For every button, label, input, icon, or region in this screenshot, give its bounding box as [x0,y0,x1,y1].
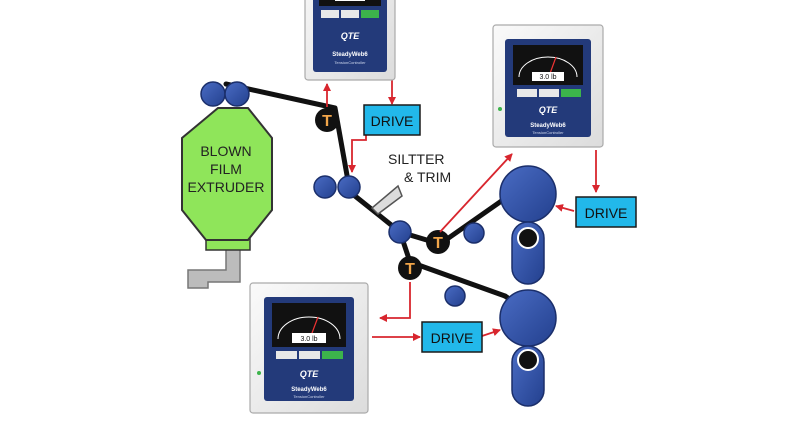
extruder-body [181,107,273,241]
roller-slitter [388,220,412,244]
controller-3: 3.0 lb QTE SteadyWeb6 TensionController [249,282,369,414]
winder-lower-drum [499,289,557,347]
slitter-label-line-2: & TRIM [404,169,451,185]
rollers [200,81,557,347]
roller-mid-left [313,175,337,199]
roller-upper-guide [463,222,485,244]
roller-lower-guide [444,285,466,307]
slitter-label-line-1: SILTTER [388,151,445,167]
svg-text:3.0 lb: 3.0 lb [300,336,317,343]
tension-sensor-3: T [398,256,422,280]
tension-sensor-1: T [315,108,339,132]
svg-text:T: T [433,235,443,252]
svg-text:DRIVE: DRIVE [585,205,628,221]
svg-text:SteadyWeb6: SteadyWeb6 [291,387,327,393]
drive-box-2: DRIVE [575,196,637,228]
extruder-label-line-1: BLOWN [200,143,251,159]
roller-top-right [224,81,250,107]
arrow-sensor2-to-controller2 [439,153,513,233]
svg-text:DRIVE: DRIVE [431,330,474,346]
drive-box-1: DRIVE [363,104,421,136]
extruder-label-line-2: FILM [210,161,242,177]
arrow-drive2-to-winder [555,204,575,212]
svg-text:3.0 lb: 3.0 lb [341,0,358,1]
arrow-sensor3-to-controller3 [379,282,411,322]
svg-text:QTE: QTE [539,105,558,115]
svg-text:3.0 lb: 3.0 lb [539,74,556,81]
drive-box-3: DRIVE [421,321,483,353]
svg-text:SteadyWeb6: SteadyWeb6 [332,52,368,58]
extruder-stand [187,239,241,289]
roller-mid-right [337,175,361,199]
slitter-knife [370,184,403,215]
blown-film-extruder: BLOWN FILM EXTRUDER [181,107,273,289]
svg-text:QTE: QTE [300,369,319,379]
winder-lower-spool [511,345,545,407]
svg-text:TensionController: TensionController [293,394,325,399]
svg-text:DRIVE: DRIVE [371,113,414,129]
controller-1: 3.0 lb QTE SteadyWeb6 TensionController [304,0,396,81]
tension-sensor-2: T [426,230,450,254]
signal-arrows [323,76,600,341]
svg-text:T: T [322,113,332,130]
extruder-label-line-3: EXTRUDER [187,179,264,195]
svg-text:QTE: QTE [341,31,360,41]
winder-upper-spool [511,221,545,285]
svg-text:T: T [405,261,415,278]
svg-text:TensionController: TensionController [532,130,564,135]
svg-text:SteadyWeb6: SteadyWeb6 [530,123,566,129]
arrow-drive3-to-winder [481,328,501,337]
winder-upper-drum [499,165,557,223]
controller-2: 3.0 lb QTE SteadyWeb6 TensionController [492,24,604,148]
svg-text:TensionController: TensionController [334,60,366,65]
roller-top-left [200,81,226,107]
